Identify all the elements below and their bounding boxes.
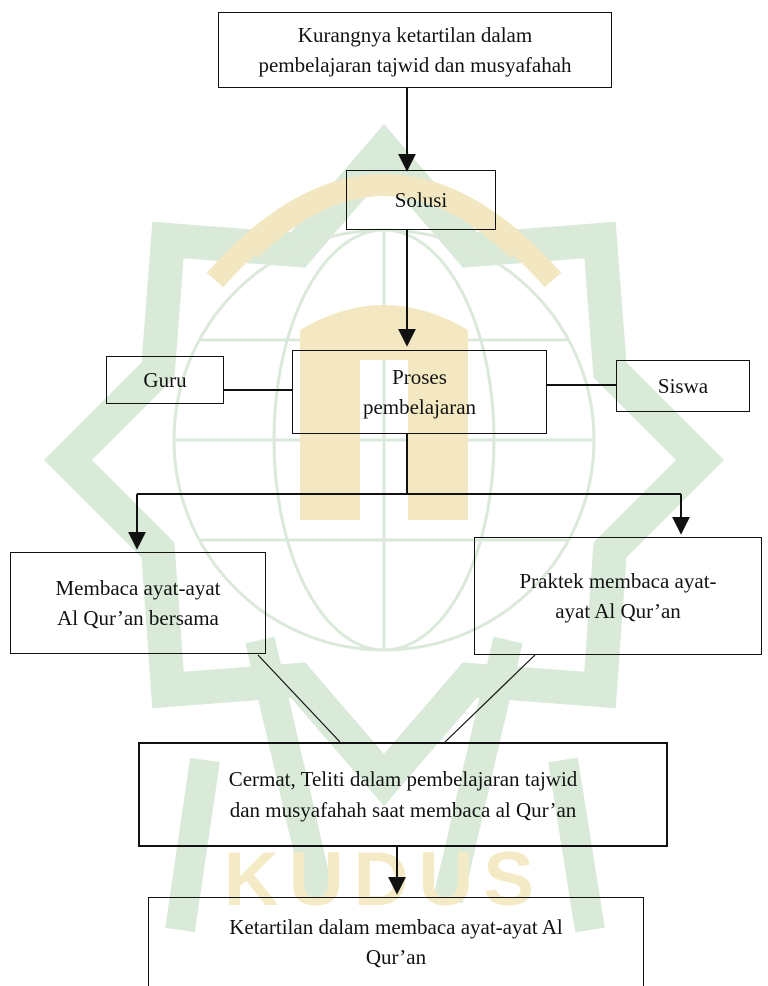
teacher-box: Guru: [106, 356, 224, 404]
teacher-label: Guru: [143, 367, 187, 392]
problem-label: Kurangnya ketartilan dalam pembelajaran …: [258, 22, 572, 77]
reading-practice-label: Praktek membaca ayat- ayat Al Qur’an: [519, 568, 717, 623]
problem-box: Kurangnya ketartilan dalam pembelajaran …: [218, 12, 612, 88]
student-label: Siswa: [657, 373, 709, 398]
process-box: Proses pembelajaran: [292, 350, 547, 434]
watermark-arches: [206, 174, 562, 288]
student-box: Siswa: [616, 360, 750, 412]
careful-box: Cermat, Teliti dalam pembelajaran tajwid…: [138, 742, 668, 847]
solution-box: Solusi: [346, 170, 496, 230]
reading-together-label: Membaca ayat-ayat Al Qur’an bersama: [55, 575, 221, 630]
watermark-star-shape: [43, 123, 725, 807]
process-label: Proses pembelajaran: [362, 364, 477, 419]
careful-label: Cermat, Teliti dalam pembelajaran tajwid…: [228, 767, 578, 822]
solution-label: Solusi: [394, 187, 448, 212]
watermark-emblem: [300, 305, 468, 520]
reading-together-box: Membaca ayat-ayat Al Qur’an bersama: [10, 552, 266, 654]
outcome-box: Ketartilan dalam membaca ayat-ayat Al Qu…: [148, 897, 644, 986]
reading-practice-box: Praktek membaca ayat- ayat Al Qur’an: [474, 537, 762, 655]
line-reading-together-to-careful: [257, 654, 341, 743]
outcome-label: Ketartilan dalam membaca ayat-ayat Al Qu…: [229, 915, 563, 970]
line-reading-practice-to-careful: [444, 654, 536, 743]
watermark-text: KUDUS: [224, 837, 544, 922]
